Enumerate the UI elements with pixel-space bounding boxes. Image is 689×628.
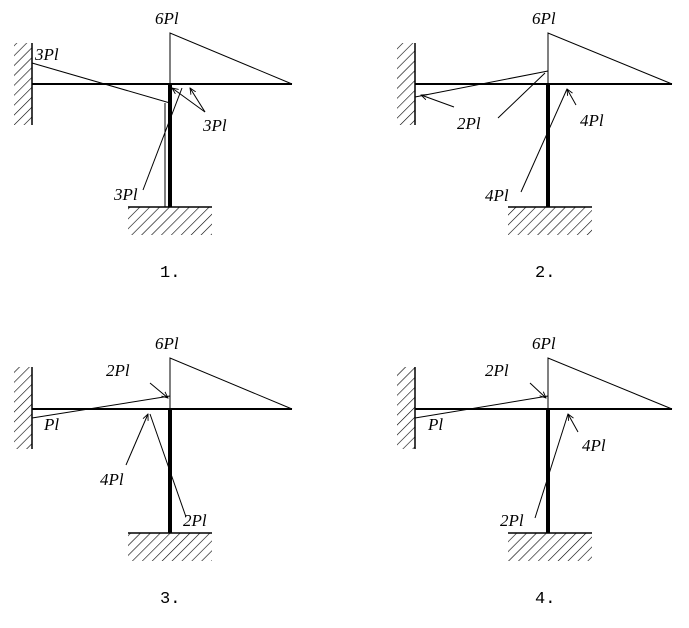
ground-support (128, 207, 212, 235)
right-beam-moment-triangle (547, 357, 673, 410)
left-wall-support (397, 43, 415, 125)
label-top-moment: 6Pl (155, 334, 179, 353)
left-beam-moment-line (414, 70, 549, 98)
label-top-moment: 6Pl (155, 9, 179, 28)
joint-arrow (149, 382, 168, 398)
joint-arrow-a (172, 88, 206, 113)
label-joint-moment: 2Pl (106, 361, 130, 380)
panel-2: 6Pl 2Pl 4Pl 4Pl 2. (397, 9, 673, 283)
panel-3: 6Pl 2Pl Pl 4Pl 2Pl 3. (14, 334, 293, 609)
label-base-moment: 2Pl (500, 511, 524, 530)
right-beam-moment-triangle (169, 32, 293, 85)
ground-support (508, 533, 592, 561)
label-left-moment: 3Pl (34, 45, 59, 64)
left-arrow (421, 95, 455, 108)
label-top-moment: 6Pl (532, 9, 556, 28)
label-column-moment: 4Pl (582, 436, 606, 455)
label-top-moment: 6Pl (532, 334, 556, 353)
right-beam-moment-triangle (169, 357, 293, 410)
left-beam-moment-line (31, 395, 171, 419)
right-beam-moment-triangle (547, 32, 673, 85)
label-column-moment: 4Pl (100, 470, 124, 489)
column-leader-line (142, 87, 183, 191)
panel-caption: 1. (160, 264, 180, 283)
label-base-moment: 2Pl (183, 511, 207, 530)
panel-caption: 4. (535, 590, 555, 609)
left-wall-support (14, 43, 32, 125)
ground-support (128, 533, 212, 561)
panel-caption: 2. (535, 264, 555, 283)
right-arrow (568, 414, 579, 433)
panel-4: 6Pl 2Pl Pl 4Pl 2Pl 4. (397, 334, 673, 609)
left-wall-support (14, 367, 32, 449)
label-left-moment: Pl (427, 415, 443, 434)
column-leader-line (520, 88, 568, 193)
label-column-moment: 3Pl (113, 185, 138, 204)
label-joint-moment: 4Pl (580, 111, 604, 130)
column-arrow (125, 414, 148, 466)
label-left-moment: Pl (43, 415, 59, 434)
right-arrow (567, 89, 577, 106)
panel-1: 6Pl 3Pl 3Pl 3Pl 1. (14, 9, 293, 283)
label-joint-moment: 2Pl (485, 361, 509, 380)
label-joint-moment: 3Pl (202, 116, 227, 135)
joint-arrow-b (190, 88, 206, 113)
panel-caption: 3. (160, 590, 180, 609)
left-wall-support (397, 367, 415, 449)
label-left-moment: 2Pl (457, 114, 481, 133)
joint-arrow (529, 382, 546, 398)
left-beam-moment-line (414, 395, 549, 419)
left-beam-moment-line (31, 62, 171, 104)
joint-leader-line (497, 72, 546, 119)
label-column-moment: 4Pl (485, 186, 509, 205)
ground-support (508, 207, 592, 235)
column-moment-line (149, 413, 187, 518)
column-leader-line (534, 413, 569, 519)
